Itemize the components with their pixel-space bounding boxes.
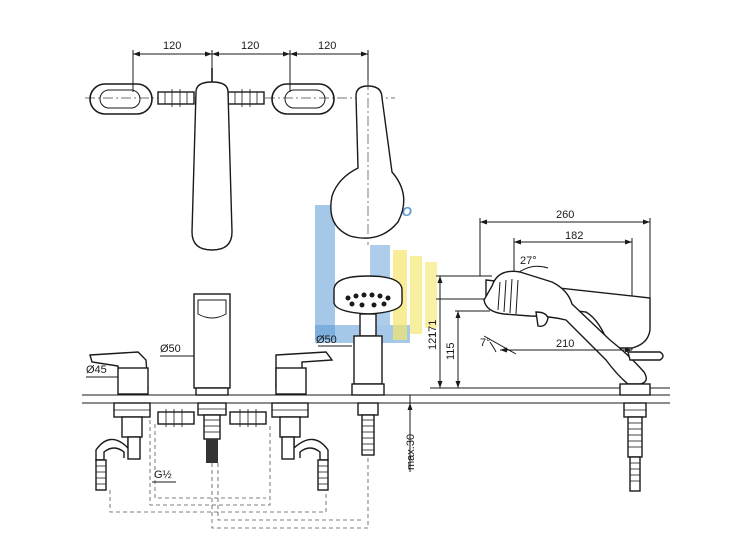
dim-top-120-c: 120 bbox=[318, 40, 336, 52]
dim-dia-50-left: Ø50 bbox=[160, 343, 181, 355]
dim-v-115: 115 bbox=[445, 342, 457, 360]
dim-side-182: 182 bbox=[565, 230, 583, 242]
dim-side-260: 260 bbox=[556, 209, 574, 221]
dim-dia-50-right: Ø50 bbox=[316, 334, 337, 346]
spout-top-view bbox=[191, 68, 233, 251]
right-connector-top-view bbox=[227, 89, 265, 107]
dim-dia-45: Ø45 bbox=[86, 364, 107, 376]
dim-top-120-b: 120 bbox=[241, 40, 259, 52]
spout-front-view bbox=[157, 293, 267, 463]
right-handle-front-view bbox=[271, 351, 334, 491]
dim-v-171: 171 bbox=[427, 320, 439, 338]
side-base-tail bbox=[619, 383, 651, 492]
hidden-hose-lines bbox=[109, 420, 369, 529]
watermark-blue-bar-left bbox=[315, 205, 335, 340]
dim-v-121: 121 bbox=[427, 332, 439, 350]
dim-angle-27: 27° bbox=[520, 255, 537, 267]
dim-max-30: max.30 bbox=[405, 434, 417, 470]
left-handle-top-view bbox=[89, 83, 153, 115]
shower-head-front-view bbox=[333, 275, 403, 456]
dim-top-120-a: 120 bbox=[163, 40, 181, 52]
watermark-yellow-bar-3 bbox=[425, 262, 437, 328]
label-thread-g: G½ bbox=[154, 469, 172, 481]
hand-shower-side-view bbox=[483, 270, 664, 385]
right-handle-top-view bbox=[271, 83, 335, 115]
dim-side-210: 210 bbox=[556, 338, 574, 350]
side-view: 260 182 27° 171 121 115 bbox=[427, 209, 670, 492]
watermark-yellow-bar-2 bbox=[410, 256, 422, 334]
top-view: 120 120 120 bbox=[85, 40, 405, 251]
left-handle-front-view bbox=[89, 351, 151, 491]
front-view: Ø45 Ø50 bbox=[82, 275, 670, 529]
dim-angle-7: 7° bbox=[480, 337, 491, 349]
hand-shower-top-view bbox=[330, 80, 405, 245]
left-connector-top-view bbox=[157, 89, 195, 107]
